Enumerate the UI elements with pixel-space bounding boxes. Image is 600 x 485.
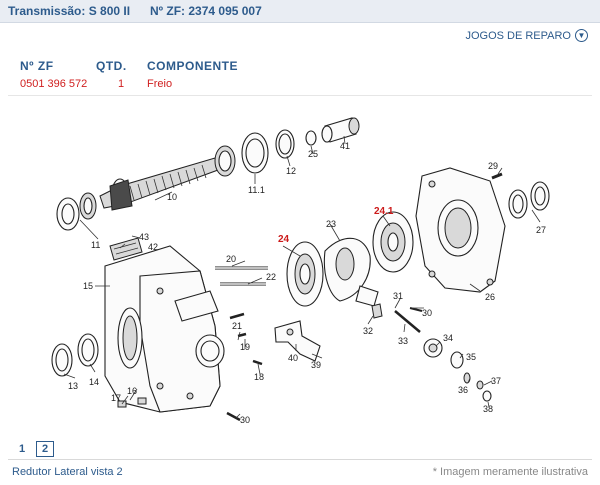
label-34: 34: [443, 333, 453, 343]
label-36: 36: [458, 385, 468, 395]
pagination: 1 2: [14, 441, 54, 457]
rods-20-22: [215, 266, 268, 286]
label-29: 29: [488, 161, 498, 171]
label-24: 24: [278, 234, 290, 245]
label-40: 40: [288, 353, 298, 363]
cover-26: [415, 167, 506, 293]
label-25: 25: [308, 149, 318, 159]
table-separator: [8, 95, 592, 96]
col-header-qty: QTD.: [96, 59, 127, 73]
label-16: 16: [127, 386, 137, 396]
pinion-shaft-part: [99, 157, 219, 211]
label-27: 27: [536, 225, 546, 235]
label-14: 14: [89, 377, 99, 387]
cell-component[interactable]: Freio: [147, 78, 173, 90]
label-11-1: 11.1: [248, 185, 265, 195]
col-header-zf: Nº ZF: [20, 59, 54, 73]
label-20: 20: [226, 254, 236, 264]
repair-kits-label: JOGOS DE REPARO: [465, 29, 571, 42]
screw-29: [491, 172, 503, 180]
label-31: 31: [393, 291, 403, 301]
bearing-11-1: [214, 132, 269, 177]
header-bar: Transmissão: S 800 II Nº ZF: 2374 095 00…: [0, 0, 600, 23]
bracket-39-40: [274, 320, 321, 362]
arrow-down-circle-icon: ▼: [575, 29, 588, 42]
label-35: 35: [466, 352, 476, 362]
label-24-1: 24.1: [374, 206, 394, 217]
label-19: 19: [240, 342, 250, 352]
bolts-18-19-21: [226, 312, 263, 422]
label-32: 32: [363, 326, 373, 336]
label-41: 41: [340, 141, 350, 151]
page-2-current[interactable]: 2: [36, 441, 54, 457]
label-43: 43: [139, 232, 149, 242]
disc-24-1: [372, 211, 414, 273]
plate-42: [109, 237, 143, 261]
label-30-bottom: 30: [240, 415, 250, 425]
label-11: 11: [91, 240, 100, 250]
label-42: 42: [148, 242, 158, 252]
col-header-component: COMPONENTE: [147, 59, 239, 73]
illustrative-disclaimer: * Imagem meramente ilustrativa: [432, 466, 588, 478]
label-12: 12: [286, 166, 296, 176]
label-33: 33: [398, 336, 408, 346]
seals-13-14: [51, 333, 99, 377]
zf-number-title: Nº ZF: 2374 095 007: [150, 4, 262, 18]
label-10: 10: [167, 192, 177, 202]
page-1-link[interactable]: 1: [18, 443, 26, 455]
label-30-right: 30: [422, 308, 432, 318]
cell-zf: 0501 396 572: [20, 78, 88, 90]
exploded-parts-diagram: 10 11 11.1 12 25 41 43 42 15 13 14 16 17…: [51, 117, 550, 425]
seals-27: [508, 181, 550, 219]
label-39: 39: [311, 360, 321, 370]
disc-24: [286, 241, 324, 307]
leader-lines: [63, 135, 541, 419]
label-23: 23: [326, 219, 336, 229]
cell-qty: 1: [118, 78, 125, 90]
small-parts-31-38: [371, 303, 492, 402]
housing-15: [104, 245, 225, 413]
view-caption: Redutor Lateral vista 2: [12, 466, 123, 478]
bearing-11-left: [56, 192, 97, 231]
label-15: 15: [83, 281, 93, 291]
footer-divider: [8, 459, 592, 460]
label-22: 22: [266, 272, 276, 282]
label-17: 17: [111, 393, 121, 403]
label-38: 38: [483, 404, 493, 414]
ring-25: [305, 130, 317, 146]
caliper-23: [323, 237, 379, 307]
label-18: 18: [254, 372, 264, 382]
ring-12: [275, 129, 295, 159]
bushing-41: [321, 117, 360, 143]
transmission-title: Transmissão: S 800 II: [8, 4, 131, 18]
label-13: 13: [68, 381, 78, 391]
label-26: 26: [485, 292, 495, 302]
label-37: 37: [491, 376, 501, 386]
label-21: 21: [232, 321, 242, 331]
repair-kits-link[interactable]: JOGOS DE REPARO ▼: [465, 29, 588, 42]
